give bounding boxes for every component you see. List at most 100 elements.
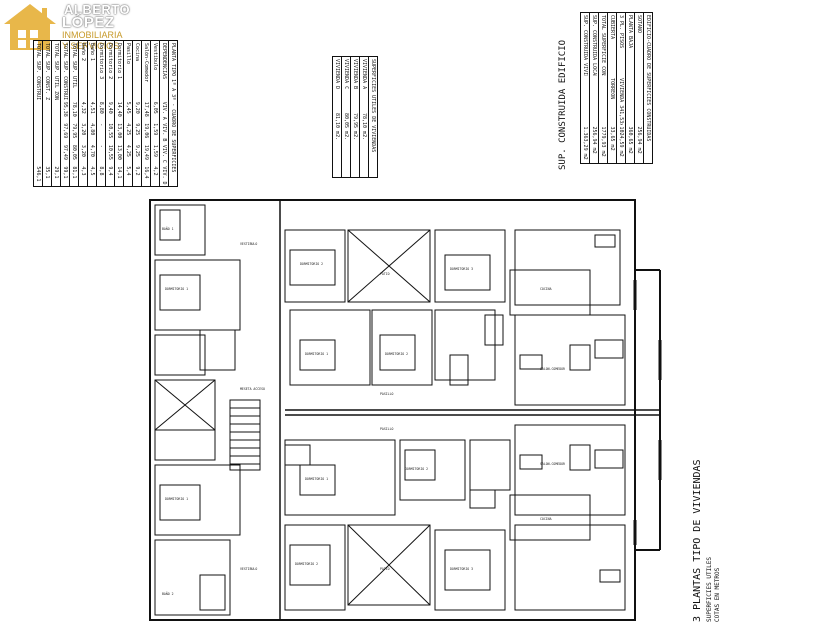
table-cell: 4,70 (89, 144, 95, 157)
floor-plan-drawing: DORMITORIO 2 DORMITORIO 3 PATIO DORMITOR… (149, 199, 662, 621)
table-cell: 19,49 (143, 144, 149, 160)
table-cell: 9,4 (107, 166, 113, 176)
logo-tagline-1: INMOBILIARIA (62, 30, 123, 40)
table-cell: 6,05 (152, 101, 158, 114)
table-cell: 4,3 (80, 166, 86, 176)
table-cell: 81,1 (71, 166, 77, 179)
table-cell: Pasillo (125, 43, 131, 65)
table-cell: 8,80 (98, 101, 104, 114)
room-label: DORMITORIO 2 (295, 562, 318, 566)
room-label: DORMITORIO 1 (165, 497, 188, 501)
table-row: PLANTA BAJA 360,65 m2 (625, 13, 634, 163)
table-cell: 5,4 (125, 166, 131, 176)
table-cell: 80,05 m2. (343, 113, 349, 141)
table-row: TOTAL SUP. CONST. ZONAS COMUNES 35,1 (42, 41, 51, 186)
room-label: MESETA ACCESO (240, 387, 265, 391)
table-row: SÓTANO 256,94 m2 (634, 13, 643, 163)
table-cell: 1024,59 m2 (618, 126, 624, 157)
room-label: DORMITORIO 1 (165, 287, 188, 291)
table-header-cell: VIV. D (161, 166, 167, 185)
table-cell: 4,25 (125, 123, 131, 136)
room-label: PATIO (380, 272, 390, 276)
table-cell: 33,65 m2 (609, 126, 615, 151)
table-cell: 16,4 (143, 166, 149, 179)
room-label: COCINA (540, 517, 552, 521)
brand-logo: ALBERTO LÓPEZ INMOBILIARIA Y SERVICIOS (0, 0, 150, 58)
room-label: DORMITORIO 3 (450, 267, 473, 271)
table-cell: 81,10 m2. (334, 113, 340, 141)
room-label: DORMITORIO 2 (300, 262, 323, 266)
table-cell: CUBIERTA (609, 15, 615, 40)
table-cell: 256,94 m2 (636, 126, 642, 154)
table-cell: 4,5 (89, 166, 95, 176)
table-cell: 78,10 m2. (361, 113, 367, 141)
table-cell: 9,25 (134, 144, 140, 157)
plan-subtitle-1: SUPERFICIES UTILES (706, 556, 713, 622)
table-cell: - (98, 123, 104, 127)
logo-name-first: ALBERTO (64, 2, 131, 17)
table-cell: TOTAL SUP. CONSTRUIDA VIV. (62, 43, 68, 100)
logo-name-last: LÓPEZ (62, 14, 115, 31)
table-cell: Salón-Comedor (143, 43, 149, 83)
room-label: DORMITORIO 1 (305, 477, 328, 481)
table-cell: - (98, 144, 104, 148)
table-header-cell: VIV. C (161, 144, 167, 163)
table-cell: 9,40 (107, 101, 113, 114)
table-row: CUBIERTA TORREON 33,65 m2 (607, 13, 616, 163)
room-label: VESTIBULO (240, 567, 257, 571)
building-surfaces-table: EDIFICIO-CUADRO DE SUPERFICIES CONSTRUID… (580, 12, 653, 164)
table-cell: TOTAL SUPERFICIE CONSTRUIDA DE EDIFICIO (600, 15, 606, 77)
table-cell: SUP. CONSTRUIDA LOCALES (591, 15, 597, 77)
table-cell: VIVIENDA 341,53x3= (618, 78, 624, 125)
table-cell: 35,1 (44, 166, 50, 179)
table-cell: 4,32 (80, 101, 86, 114)
table-cell: SÓTANO (636, 15, 642, 34)
table-cell: PLANTA BAJA (627, 15, 633, 49)
table-cell: 1779,93 m2 (600, 126, 606, 157)
table-cell: VIVIENDA D (334, 59, 340, 90)
table-cell: 14,40 (116, 101, 122, 117)
plan-subtitle-2: COTAS EN METROS (714, 567, 721, 622)
table-cell: 97,69 (62, 123, 68, 139)
table-cell: 10,55 (107, 123, 113, 139)
table-cell: VIVIENDA C (343, 59, 349, 90)
table-cell: SUP. CONSTRUIDA VIVIENDAS (582, 15, 588, 77)
room-label: DORMITORIO 1 (305, 352, 328, 356)
table-cell: 97,49 (62, 144, 68, 160)
logo-tagline-2: Y SERVICIOS (62, 41, 120, 51)
table-cell: 1,59 (152, 144, 158, 157)
table-cell: 1,59 (152, 123, 158, 136)
table-cell: 546,1 (35, 166, 41, 182)
table-cell: 80,05 (71, 144, 77, 160)
table-cell: 4,51 (89, 101, 95, 114)
table-cell: 79,95 m2. (352, 113, 358, 141)
table-cell: 14,1 (116, 166, 122, 179)
table-cell: 29,1 (53, 166, 59, 179)
room-label: SALON-COMEDOR (540, 462, 565, 466)
table-cell: TORREON (609, 78, 615, 100)
table-row: VIVIENDA D 81,10 m2. (333, 57, 341, 177)
table-cell: Vestíbulo (152, 43, 158, 71)
table-header-cell: DEPENDENCIAS (161, 43, 167, 80)
table-cell: 360,65 m2 (627, 126, 633, 154)
table-cell: 3 PL. PISOS (618, 15, 624, 49)
table-cell: Baño 2 (80, 43, 86, 62)
table-cell: TOTAL SUP. CONST. ZONAS COMUNES (44, 43, 50, 100)
table-cell: Dormitorio 3 (98, 43, 104, 80)
table-cell: 13,00 (116, 144, 122, 160)
table-cell: 9,20 (134, 101, 140, 114)
